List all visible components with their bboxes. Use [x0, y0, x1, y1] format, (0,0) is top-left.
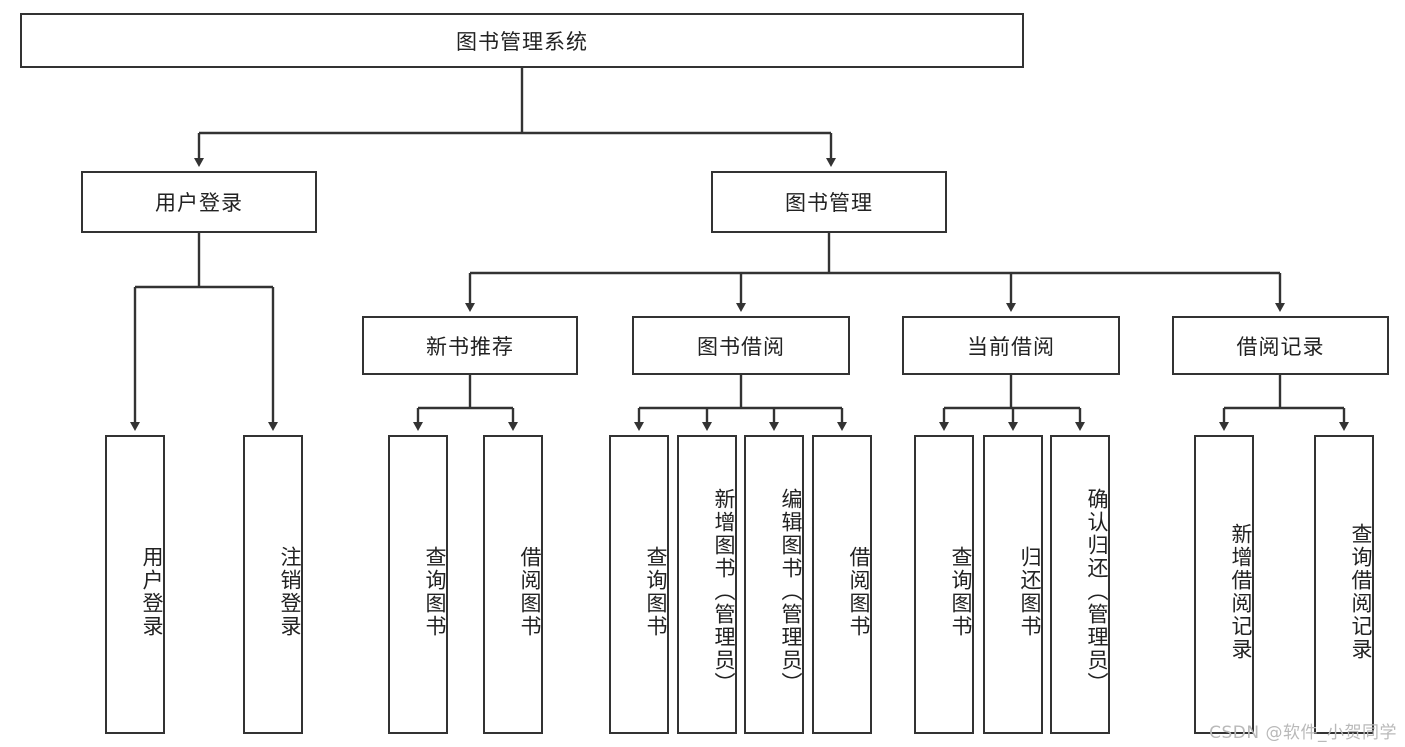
node-book-borrow[interactable]: 图书借阅: [632, 316, 850, 375]
leaf-user-login-label: 用户登录: [140, 545, 164, 638]
leaf-query-book-1-label: 查询图书: [423, 545, 447, 638]
leaf-user-login[interactable]: 用户登录: [105, 435, 165, 734]
leaf-add-book[interactable]: 新增图书（管理员）: [677, 435, 737, 734]
node-book-borrow-label: 图书借阅: [697, 334, 785, 359]
leaf-edit-book[interactable]: 编辑图书（管理员）: [744, 435, 804, 734]
leaf-query-record[interactable]: 查询借阅记录: [1314, 435, 1374, 734]
node-book-manage[interactable]: 图书管理: [711, 171, 947, 233]
leaf-query-book-1[interactable]: 查询图书: [388, 435, 448, 734]
node-book-manage-label: 图书管理: [785, 191, 873, 215]
leaf-add-record-label: 新增借阅记录: [1229, 522, 1253, 661]
leaf-borrow-book-1-label: 借阅图书: [518, 545, 542, 638]
node-user-login[interactable]: 用户登录: [81, 171, 317, 233]
leaf-query-record-label: 查询借阅记录: [1349, 522, 1373, 661]
leaf-return-book[interactable]: 归还图书: [983, 435, 1043, 734]
leaf-borrow-book-1[interactable]: 借阅图书: [483, 435, 543, 734]
leaf-borrow-book-2-label: 借阅图书: [847, 545, 871, 638]
node-new-book-recommend[interactable]: 新书推荐: [362, 316, 578, 375]
leaf-return-book-label: 归还图书: [1018, 545, 1042, 638]
leaf-edit-book-label: 编辑图书（管理员）: [779, 488, 803, 695]
node-borrow-record-label: 借阅记录: [1236, 334, 1325, 359]
node-root[interactable]: 图书管理系统: [20, 13, 1024, 68]
leaf-query-book-2-label: 查询图书: [644, 545, 668, 638]
watermark: CSDN @软件_小贺同学: [1209, 723, 1397, 743]
leaf-query-book-3[interactable]: 查询图书: [914, 435, 974, 734]
node-current-borrow-label: 当前借阅: [967, 334, 1055, 359]
leaf-add-book-label: 新增图书（管理员）: [712, 488, 736, 695]
node-new-book-recommend-label: 新书推荐: [426, 334, 514, 359]
leaf-query-book-3-label: 查询图书: [949, 545, 973, 638]
node-current-borrow[interactable]: 当前借阅: [902, 316, 1120, 375]
leaf-query-book-2[interactable]: 查询图书: [609, 435, 669, 734]
leaf-borrow-book-2[interactable]: 借阅图书: [812, 435, 872, 734]
leaf-confirm-return-label: 确认归还（管理员）: [1085, 488, 1109, 695]
node-borrow-record[interactable]: 借阅记录: [1172, 316, 1389, 375]
node-root-label: 图书管理系统: [456, 29, 588, 54]
leaf-confirm-return[interactable]: 确认归还（管理员）: [1050, 435, 1110, 734]
leaf-add-record[interactable]: 新增借阅记录: [1194, 435, 1254, 734]
leaf-user-logout-label: 注销登录: [278, 545, 302, 638]
node-user-login-label: 用户登录: [155, 191, 243, 215]
leaf-user-logout[interactable]: 注销登录: [243, 435, 303, 734]
